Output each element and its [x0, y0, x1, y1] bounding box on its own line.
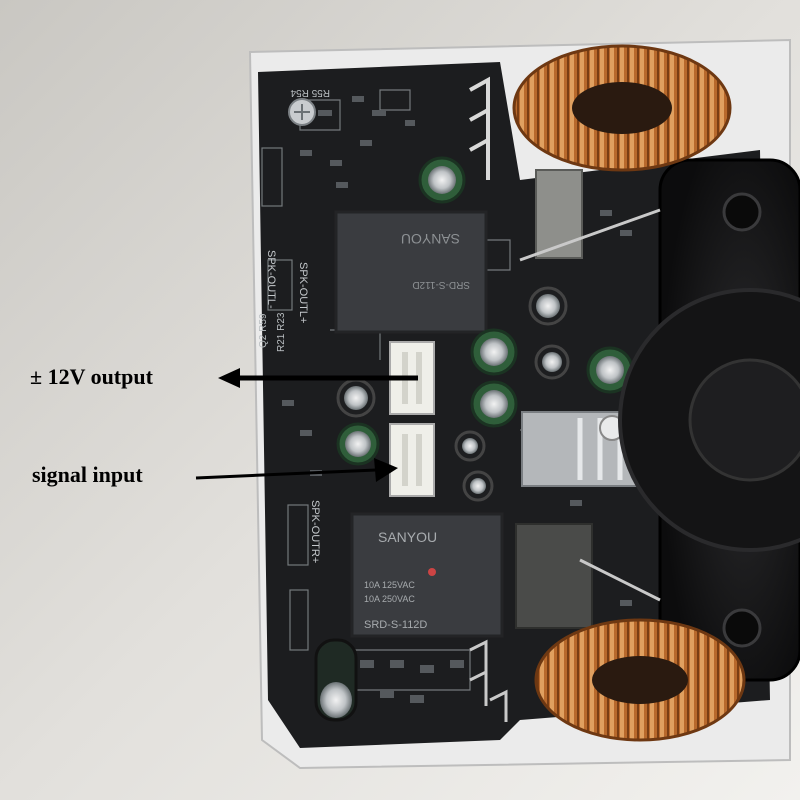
- relay-bottom-model: SRD-S-112D: [364, 619, 427, 631]
- silk-ref-3: R21 R23: [276, 312, 287, 352]
- relay-top-brand: SANYOU: [401, 231, 460, 247]
- film-capacitors: [515, 169, 593, 629]
- component-leads: [469, 208, 661, 722]
- silk-connector-bottom: SPK-OUTR+: [309, 500, 321, 563]
- relay-top: SANYOU SRD-S-112D: [334, 210, 488, 334]
- cooling-fan: [618, 158, 800, 682]
- silk-ref-1: R55 R54: [290, 87, 330, 98]
- silk-ref-2: Q2 R59: [258, 313, 269, 348]
- inductor-top: [512, 44, 732, 172]
- mounting-screw: [288, 98, 316, 126]
- input-connector: [389, 423, 435, 497]
- output-arrow: [218, 368, 418, 388]
- input-annotation-label: signal input: [32, 462, 143, 487]
- inductor-bottom: [534, 618, 746, 742]
- silk-connector-top: SPK-OUTL-: [265, 250, 277, 309]
- smd-components: [282, 96, 632, 703]
- input-arrow: [195, 458, 398, 482]
- relay-bottom-rating-2: 10A 250VAC: [364, 594, 415, 604]
- relay-bottom-rating-1: 10A 125VAC: [364, 580, 415, 590]
- relay-bottom-brand: SANYOU: [378, 529, 437, 545]
- capacitors: [314, 156, 634, 722]
- silk-connector-mid: SPK-OUTL+: [297, 262, 309, 323]
- output-annotation-label: ± 12V output: [30, 364, 153, 389]
- relay-bottom: SANYOU 10A 125VAC 10A 250VAC SRD-S-112D: [350, 512, 504, 638]
- pin-header-top: [469, 76, 490, 180]
- relay-top-model: SRD-S-112D: [412, 279, 470, 290]
